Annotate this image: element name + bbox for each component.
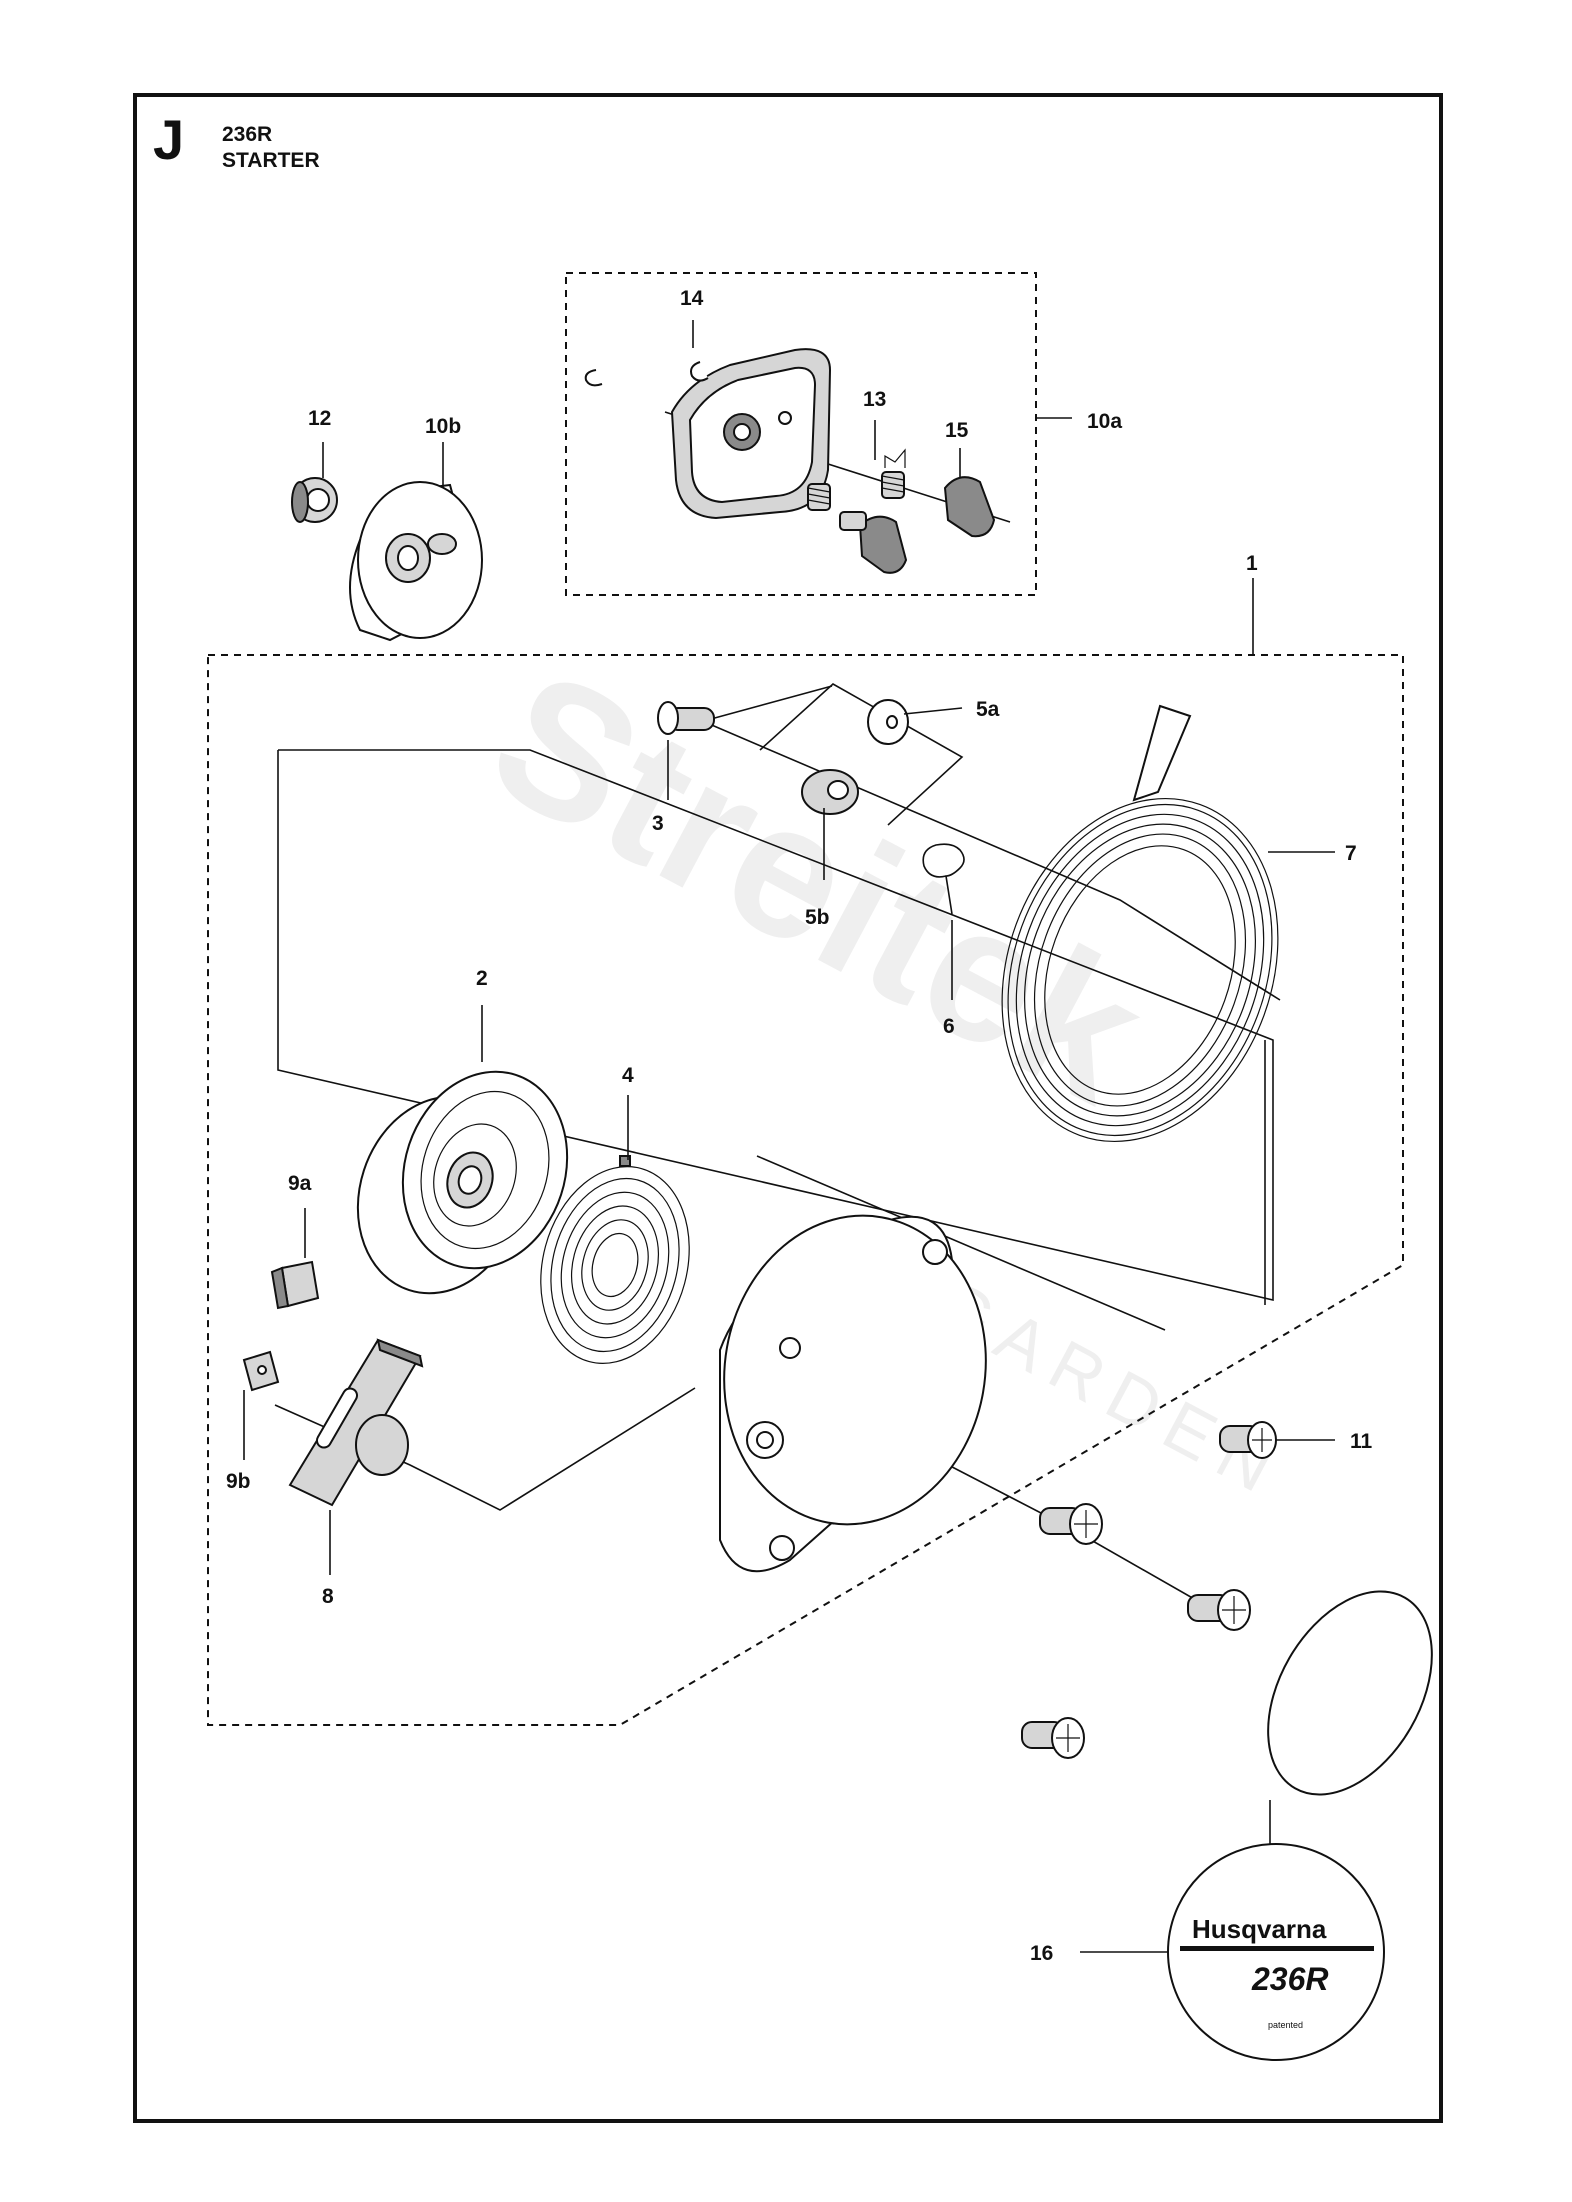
part-3-screw: [657, 701, 715, 735]
callout-labels: 14 12 10b 13 15 10a 1 5a 3 5b 7 6 2 4 9a…: [226, 287, 1373, 1965]
callout-16: 16: [1030, 1942, 1053, 1965]
part-5b-guide: [801, 769, 859, 815]
part-2-pulley: [356, 1070, 569, 1295]
decal-model: 236R: [1251, 1961, 1329, 1997]
callout-10b: 10b: [425, 415, 461, 438]
guide-line: [277, 749, 1274, 1302]
part-12-bushing: [291, 477, 338, 523]
part-15-pawls: [839, 476, 996, 574]
decal-brand: Husqvarna: [1192, 1914, 1327, 1944]
leader-lines: [243, 320, 1335, 1953]
callout-9b: 9b: [226, 1470, 251, 1493]
part-4-spiral-spring: [540, 1155, 690, 1364]
callout-13: 13: [863, 388, 886, 411]
screw: [1187, 1589, 1251, 1631]
kit-10a-box: [565, 272, 1037, 596]
callout-14: 14: [680, 287, 704, 310]
part-7-recoil-spring: [1001, 704, 1279, 1143]
guide-line: [756, 1155, 1166, 1331]
model-label: 236R: [222, 123, 273, 146]
callout-3: 3: [652, 812, 664, 835]
part-16-decal-face: Husqvarna 236R patented: [1167, 1843, 1385, 2061]
page-frame: [133, 93, 1443, 2123]
callout-1: 1: [1246, 552, 1258, 575]
part-10a-pawl-carrier: [584, 348, 832, 520]
callout-12: 12: [308, 407, 331, 430]
callout-5b: 5b: [805, 906, 830, 929]
starter-housing: [719, 1214, 987, 1573]
callout-6: 6: [943, 1015, 955, 1038]
callout-8: 8: [322, 1585, 334, 1608]
decal-stripe: [1180, 1946, 1374, 1951]
guide-line: [699, 685, 833, 723]
part-10b-plate: [349, 481, 483, 642]
callout-4: 4: [622, 1064, 634, 1087]
part-16-decal-side: [1267, 1590, 1433, 1796]
callout-5a: 5a: [976, 698, 1000, 721]
callout-11: 11: [1350, 1430, 1373, 1453]
part-5a-washer: [867, 699, 909, 745]
section-title: STARTER: [222, 149, 320, 172]
section-letter: J: [153, 108, 185, 171]
watermark-brand: Streitek: [461, 629, 1176, 1144]
part-11-screw: [1219, 1421, 1277, 1459]
screw: [1039, 1503, 1103, 1545]
callout-7: 7: [1345, 842, 1357, 865]
part-13-springs: [807, 448, 906, 511]
decal-note: patented: [1268, 2020, 1303, 2030]
part-9b-spacer: [242, 1350, 280, 1392]
part-8-handle: [288, 1338, 424, 1507]
screw: [1021, 1717, 1085, 1759]
kit-1-boundary: [207, 654, 1404, 1726]
callout-10a: 10a: [1087, 410, 1122, 433]
callout-9a: 9a: [288, 1172, 312, 1195]
callout-2: 2: [476, 967, 488, 990]
part-9a-spacer: [270, 1260, 320, 1310]
part-6-clip: [922, 843, 965, 915]
callout-15: 15: [945, 419, 969, 442]
